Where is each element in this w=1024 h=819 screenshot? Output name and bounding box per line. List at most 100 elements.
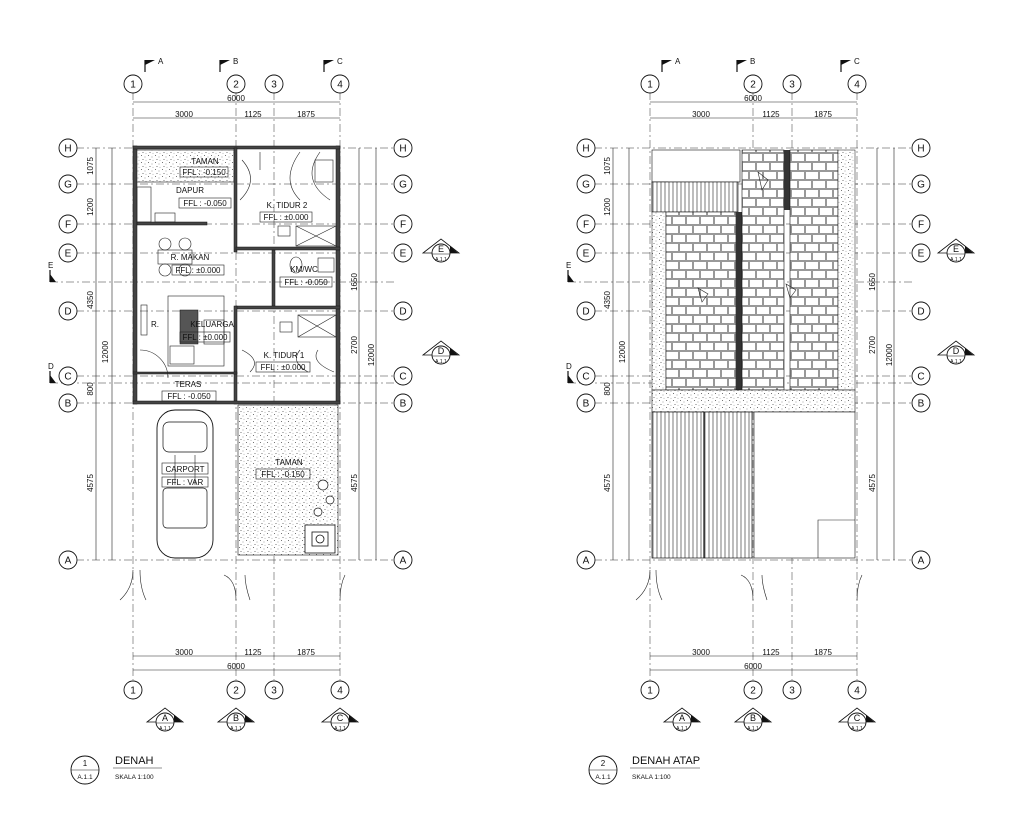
dim-12000: 12000 bbox=[101, 340, 110, 363]
grid-bubble-row-c-left-label: C bbox=[64, 372, 71, 383]
ffl-tidur1: FFL : ±0.000 bbox=[260, 363, 306, 372]
left-dimension-string-roof: 1075 1200 4350 800 4575 12000 bbox=[603, 148, 630, 560]
dim-1650: 1650 bbox=[350, 273, 359, 291]
plan1-scale: SKALA 1:100 bbox=[115, 774, 154, 781]
grid-bubble-row-f-left-label: F bbox=[65, 220, 71, 231]
section-marker-b-bottom: BA.1.1 bbox=[216, 707, 256, 732]
grid-bubble-row-a-right: A bbox=[911, 550, 931, 570]
grid-bubble-row-g-right: G bbox=[393, 174, 413, 194]
dim-2700: 2700 bbox=[350, 336, 359, 354]
section-marker-b-bottom-label: B bbox=[233, 713, 239, 723]
grid-bubble-row-c-left: C bbox=[576, 366, 596, 386]
label-tidur2: K. TIDUR 2 bbox=[267, 201, 308, 210]
grid-bubble-col-4-top: 4 bbox=[847, 74, 867, 94]
section-cut-d-label: D bbox=[566, 362, 572, 371]
label-teras: TERAS bbox=[175, 380, 202, 389]
grid-bubble-row-h-left-label: H bbox=[64, 144, 71, 155]
dim-4575-right: 4575 bbox=[350, 474, 359, 492]
ffl-taman-top: FFL : -0.150 bbox=[182, 168, 226, 177]
section-marker-e-side-label: E bbox=[438, 244, 444, 254]
grid-bubble-row-f-right: F bbox=[393, 214, 413, 234]
label-dapur: DAPUR bbox=[176, 186, 204, 195]
grid-bubble-col-4-bottom-label: 4 bbox=[337, 686, 343, 697]
grid-bubble-col-3-bottom: 3 bbox=[264, 680, 284, 700]
section-marker-a-bottom-label: A bbox=[679, 713, 685, 723]
label-taman: TAMAN bbox=[275, 458, 303, 467]
grid-bubble-row-b-right: B bbox=[393, 393, 413, 413]
ffl-carport: FFL : VAR bbox=[167, 478, 204, 487]
grid-bubble-col-2-top: 2 bbox=[743, 74, 763, 94]
grid-bubble-row-a-left: A bbox=[576, 550, 596, 570]
title-sheet-ref-2: A.1.1 bbox=[595, 774, 611, 781]
grid-bubble-col-4-top-label: 4 bbox=[337, 80, 343, 91]
grid-bubble-row-b-left-label: B bbox=[65, 399, 72, 410]
section-flag-c-label: C bbox=[337, 57, 343, 66]
ffl-dapur: FFL : -0.050 bbox=[183, 199, 227, 208]
dim-roof-1125: 1125 bbox=[762, 110, 780, 119]
curb-lines bbox=[119, 569, 346, 601]
section-marker-c-bottom-label: C bbox=[854, 713, 861, 723]
label-taman-top: TAMAN bbox=[191, 157, 219, 166]
grid-bubble-col-1-bottom-label: 1 bbox=[130, 686, 136, 697]
grid-bubble-row-c-right: C bbox=[911, 366, 931, 386]
bedroom1-furniture bbox=[241, 314, 337, 373]
dim-roof-4350: 4350 bbox=[603, 291, 612, 309]
roof-plan: 6000 3000 1125 1875 1075 1200 4350 800 4… bbox=[568, 92, 913, 680]
main-door-swing bbox=[139, 349, 169, 379]
dim-roof-total-width: 6000 bbox=[744, 94, 762, 103]
ffl-tidur2: FFL : ±0.000 bbox=[263, 213, 309, 222]
grid-bubble-row-c-left: C bbox=[58, 366, 78, 386]
section-marker-e-side: EA.1.1 bbox=[421, 238, 461, 263]
label-keluarga-r: R. bbox=[151, 320, 159, 329]
dim-12000-right: 12000 bbox=[367, 343, 376, 366]
grid-bubble-col-4-top: 4 bbox=[330, 74, 350, 94]
section-marker-d-side: DA.1.1 bbox=[936, 340, 976, 365]
grid-bubble-row-e-right: E bbox=[911, 243, 931, 263]
label-keluarga: KELUARGA bbox=[190, 320, 234, 329]
grid-bubble-row-f-left-label: F bbox=[583, 220, 589, 231]
grid-bubble-row-b-right-label: B bbox=[400, 399, 407, 410]
section-cut-d: D bbox=[48, 362, 56, 383]
section-marker-c-bottom-ref: A.1.1 bbox=[851, 726, 863, 732]
grid-bubble-row-g-right-label: G bbox=[917, 180, 925, 191]
garden-top bbox=[135, 149, 235, 183]
section-flag-a: A bbox=[144, 57, 164, 72]
dim-bottom-1125: 1125 bbox=[244, 648, 262, 657]
grid-bubble-row-h-right: H bbox=[911, 138, 931, 158]
grid-bubble-col-2-bottom: 2 bbox=[226, 680, 246, 700]
section-cut-e-label: E bbox=[566, 261, 571, 270]
dim-4350: 4350 bbox=[86, 291, 95, 309]
dim-1200: 1200 bbox=[86, 198, 95, 216]
grid-bubble-row-c-right-label: C bbox=[917, 372, 924, 383]
grid-bubble-col-3-top: 3 bbox=[264, 74, 284, 94]
grid-bubble-col-2-top: 2 bbox=[226, 74, 246, 94]
dim-roof-1075: 1075 bbox=[603, 157, 612, 175]
grid-bubble-col-1-top-label: 1 bbox=[130, 80, 136, 91]
dim-roof-3000: 3000 bbox=[692, 110, 710, 119]
dim-total-width: 6000 bbox=[227, 94, 245, 103]
grid-bubble-row-f-right: F bbox=[911, 214, 931, 234]
floor-plan: 6000 3000 1125 1875 1075 1200 4350 800 4… bbox=[50, 92, 395, 680]
section-marker-d-side-label: D bbox=[438, 346, 445, 356]
section-cut-e-label: E bbox=[48, 261, 53, 270]
grid-bubble-col-4-bottom-label: 4 bbox=[854, 686, 860, 697]
grid-bubble-row-b-right: B bbox=[911, 393, 931, 413]
title-sheet-ref-1: A.1.1 bbox=[77, 774, 93, 781]
section-marker-c-bottom-ref: A.1.1 bbox=[334, 726, 346, 732]
dim-roof-800: 800 bbox=[603, 382, 612, 396]
grid-bubble-col-2-top-label: 2 bbox=[750, 80, 756, 91]
ffl-taman: FFL : -0.150 bbox=[261, 470, 305, 479]
section-marker-e-side: EA.1.1 bbox=[936, 238, 976, 263]
grid-bubble-row-c-right: C bbox=[393, 366, 413, 386]
grid-bubble-col-2-bottom-label: 2 bbox=[750, 686, 756, 697]
section-cut-e: E bbox=[566, 261, 574, 282]
grid-bubble-row-b-left: B bbox=[58, 393, 78, 413]
grid-bubble-row-c-right-label: C bbox=[399, 372, 406, 383]
dim-roof-4575-right: 4575 bbox=[868, 474, 877, 492]
grid-bubble-row-d-right: D bbox=[911, 301, 931, 321]
title-number-2: 2 bbox=[601, 759, 606, 768]
grid-bubble-col-4-bottom: 4 bbox=[847, 680, 867, 700]
dim-bottom-3000: 3000 bbox=[175, 648, 193, 657]
label-makan: R. MAKAN bbox=[171, 253, 210, 262]
dim-4575: 4575 bbox=[86, 474, 95, 492]
